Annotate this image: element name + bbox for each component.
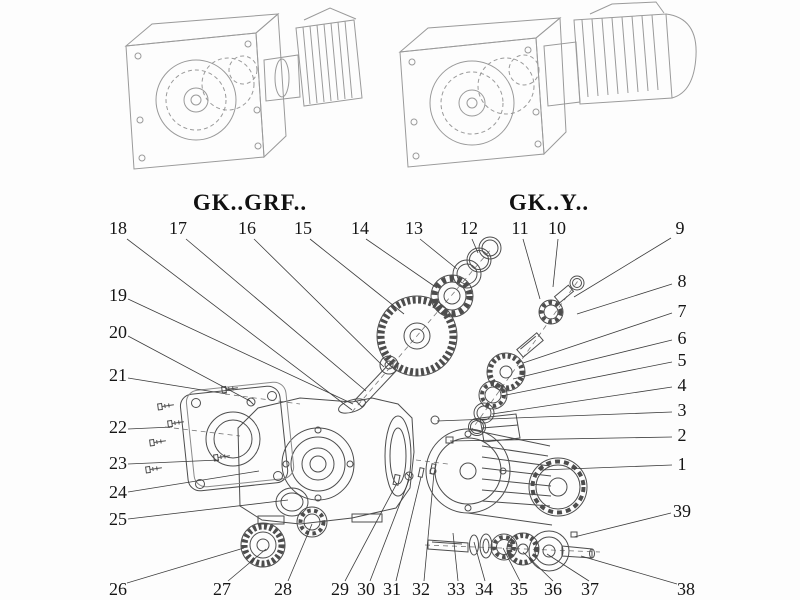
leader-line-29 [344,482,398,582]
callout-23: 23 [109,453,127,473]
leader-line-18 [126,238,353,411]
callout-17: 17 [169,218,187,238]
callout-36: 36 [544,579,562,599]
part-input-shaft-stack [468,275,585,436]
leader-line-13 [419,238,458,270]
callout-22: 22 [109,417,127,437]
part-bolts [145,385,238,474]
leader-line-14 [365,238,438,289]
leader-line-5 [500,361,673,397]
callout-leader-lines [126,237,678,585]
callout-9: 9 [676,218,685,238]
leader-line-25 [127,499,289,520]
variant-label-gk-y: GK..Y.. [508,190,590,215]
callout-25: 25 [109,509,127,529]
callout-16: 16 [238,218,256,238]
callout-39: 39 [673,501,691,521]
part-housing [237,397,440,525]
part-intermediate-gear-stack [354,236,502,408]
part-output-gear-set [240,487,328,568]
leader-line-24 [127,470,260,493]
leader-line-10 [552,238,559,288]
leader-line-34 [473,541,486,582]
leader-line-15 [309,238,405,315]
leader-line-27 [227,548,267,582]
callout-38: 38 [677,579,695,599]
callout-26: 26 [109,579,127,599]
leader-line-23 [127,459,220,465]
callout-1: 1 [678,454,687,474]
callout-3: 3 [678,400,687,420]
leader-line-17 [185,238,367,392]
callout-8: 8 [678,271,687,291]
drawing-gk-grf [124,7,363,170]
callout-27: 27 [213,579,231,599]
part-output-shaft-assembly [427,530,595,572]
leader-line-32 [423,472,435,582]
callout-11: 11 [511,218,528,238]
leader-line-8 [576,283,673,315]
leader-line-4 [491,386,673,415]
leader-line-35 [502,547,521,582]
callout-31: 31 [383,579,401,599]
callout-18: 18 [109,218,127,238]
leader-line-21 [127,377,228,395]
leader-line-36 [522,551,554,582]
leader-line-33 [452,532,459,582]
leader-line-28 [287,523,313,582]
callout-7: 7 [678,301,687,321]
callout-12: 12 [460,218,478,238]
callout-34: 34 [475,579,493,599]
leader-line-26 [126,547,245,584]
callout-6: 6 [678,328,687,348]
part-small-fasteners [392,463,437,486]
callout-21: 21 [109,365,127,385]
leader-line-16 [253,238,385,368]
leader-line-2 [449,436,673,442]
callout-2: 2 [678,425,687,445]
callout-20: 20 [109,322,127,342]
callout-24: 24 [109,482,127,502]
callout-35: 35 [510,579,528,599]
callout-4: 4 [678,375,687,395]
callout-29: 29 [331,579,349,599]
leader-line-30 [369,479,410,582]
leader-line-11 [522,238,541,300]
leader-line-12 [471,238,479,254]
part-motor [425,413,588,526]
leader-line-31 [395,476,422,582]
leader-line-39 [573,512,672,538]
leader-line-6 [512,339,673,380]
leader-line-20 [127,335,251,402]
leader-line-19 [127,298,354,405]
part-flange-plate [179,381,295,492]
drawing-gk-y [398,1,697,168]
leader-line-9 [573,237,672,298]
leader-line-37 [546,553,590,582]
leader-line-22 [127,426,173,430]
variant-label-gk-grf: GK..GRF.. [192,190,308,215]
callout-5: 5 [678,350,687,370]
callout-14: 14 [351,218,369,238]
callout-32: 32 [412,579,430,599]
callout-15: 15 [294,218,312,238]
leader-line-1 [540,464,673,471]
callout-19: 19 [109,285,127,305]
callout-33: 33 [447,579,465,599]
leader-line-3 [436,411,673,422]
callout-30: 30 [357,579,375,599]
callout-10: 10 [548,218,566,238]
leader-line-7 [522,312,673,364]
leader-line-38 [580,555,678,585]
callout-28: 28 [274,579,292,599]
callout-13: 13 [405,218,423,238]
callout-37: 37 [581,579,599,599]
